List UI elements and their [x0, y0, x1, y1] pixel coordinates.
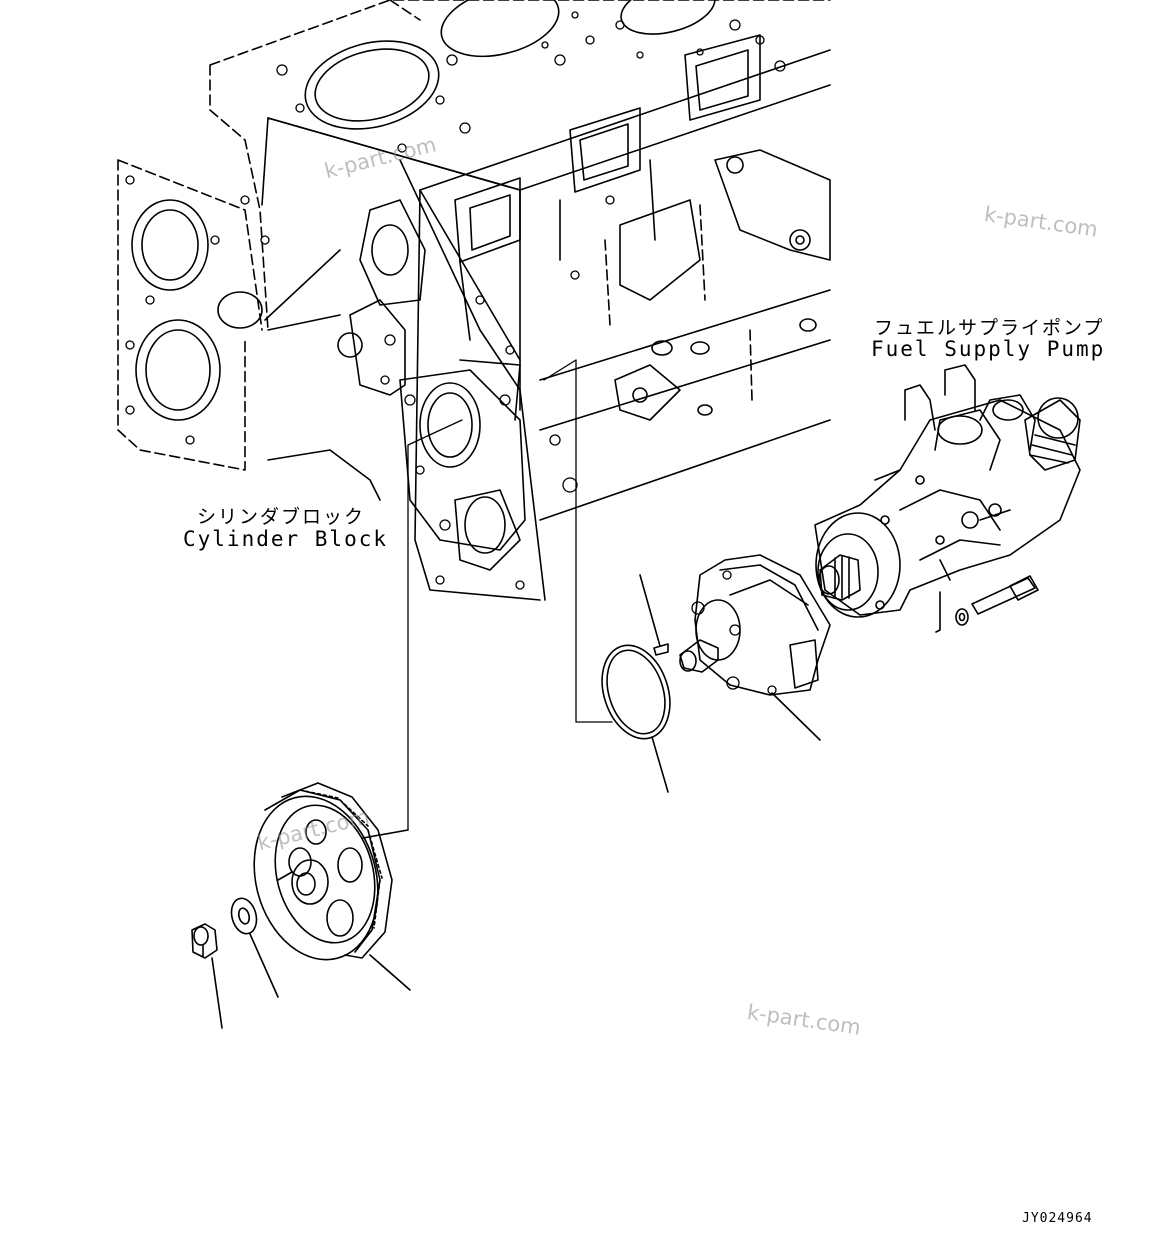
- drive-gear: [253, 782, 411, 991]
- cylinder-block-label-en: Cylinder Block: [183, 527, 389, 551]
- fuel-supply-pump-label-en: Fuel Supply Pump: [871, 337, 1106, 361]
- alignment-lines: [407, 359, 613, 831]
- o-ring: [601, 644, 671, 793]
- hex-nut: [191, 923, 223, 1029]
- drawing-code: JY024964: [1022, 1211, 1093, 1226]
- adapter-housing: [639, 554, 831, 741]
- cylinder-block: [117, 0, 831, 601]
- cylinder-block-label-jp: シリンダブロック: [197, 506, 366, 528]
- fuel-supply-pump: [814, 364, 1081, 633]
- fuel-supply-pump-label-jp: フュエルサプライポンプ: [874, 317, 1105, 339]
- washer: [230, 897, 279, 998]
